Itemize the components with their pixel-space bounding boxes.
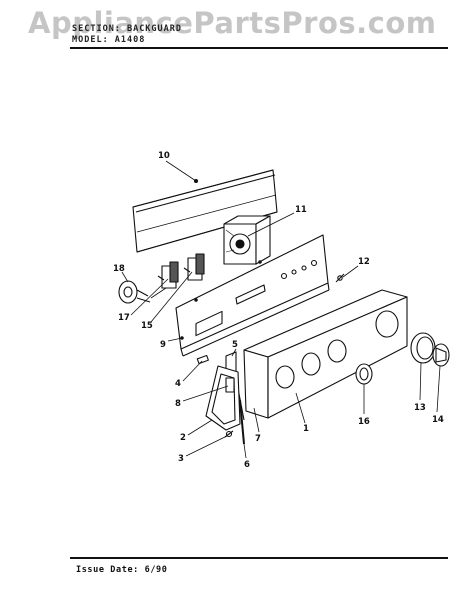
model-line: MODEL: A1408 — [72, 35, 145, 45]
callout-5: 5 — [232, 340, 238, 350]
callout-9: 9 — [160, 340, 166, 350]
callout-18: 18 — [113, 264, 125, 274]
part-clip — [196, 354, 209, 365]
part-back-panel — [132, 169, 278, 253]
callout-6: 6 — [244, 460, 250, 470]
callout-15: 15 — [141, 321, 153, 331]
callout-14: 14 — [432, 415, 444, 425]
callout-13: 13 — [414, 403, 426, 413]
part-dial-knob — [432, 343, 450, 367]
leader-lines — [121, 160, 441, 459]
part-dial-ring — [410, 332, 436, 364]
callout-1: 1 — [303, 424, 309, 434]
callout-16: 16 — [358, 417, 370, 427]
section-label: SECTION: — [72, 24, 121, 34]
part-push-switches — [150, 253, 205, 299]
header-rule — [70, 47, 448, 49]
model-label: MODEL: — [72, 35, 109, 45]
part-knob — [355, 363, 373, 385]
callout-7: 7 — [255, 434, 261, 444]
callout-8: 8 — [175, 399, 181, 409]
part-timer — [223, 215, 271, 265]
part-end-cap — [205, 365, 241, 431]
watermark-logo: AppliancePartsPros.com — [28, 6, 437, 40]
section-value: BACKGUARD — [126, 24, 183, 34]
footer-rule — [70, 557, 448, 559]
callout-4: 4 — [175, 379, 181, 389]
callout-3: 3 — [178, 454, 184, 464]
callout-17: 17 — [118, 313, 130, 323]
part-front-housing — [243, 289, 408, 419]
part-rod — [239, 399, 245, 445]
section-line: SECTION: BACKGUARD — [72, 24, 182, 34]
callout-10: 10 — [158, 151, 170, 161]
part-control-panel — [175, 234, 330, 357]
part-screw — [335, 273, 345, 283]
callout-12: 12 — [358, 257, 370, 267]
issue-date: Issue Date: 6/90 — [76, 565, 168, 575]
part-switch-knob — [118, 280, 151, 304]
callout-2: 2 — [180, 433, 186, 443]
callout-11: 11 — [295, 205, 307, 215]
model-value: A1408 — [114, 35, 146, 45]
